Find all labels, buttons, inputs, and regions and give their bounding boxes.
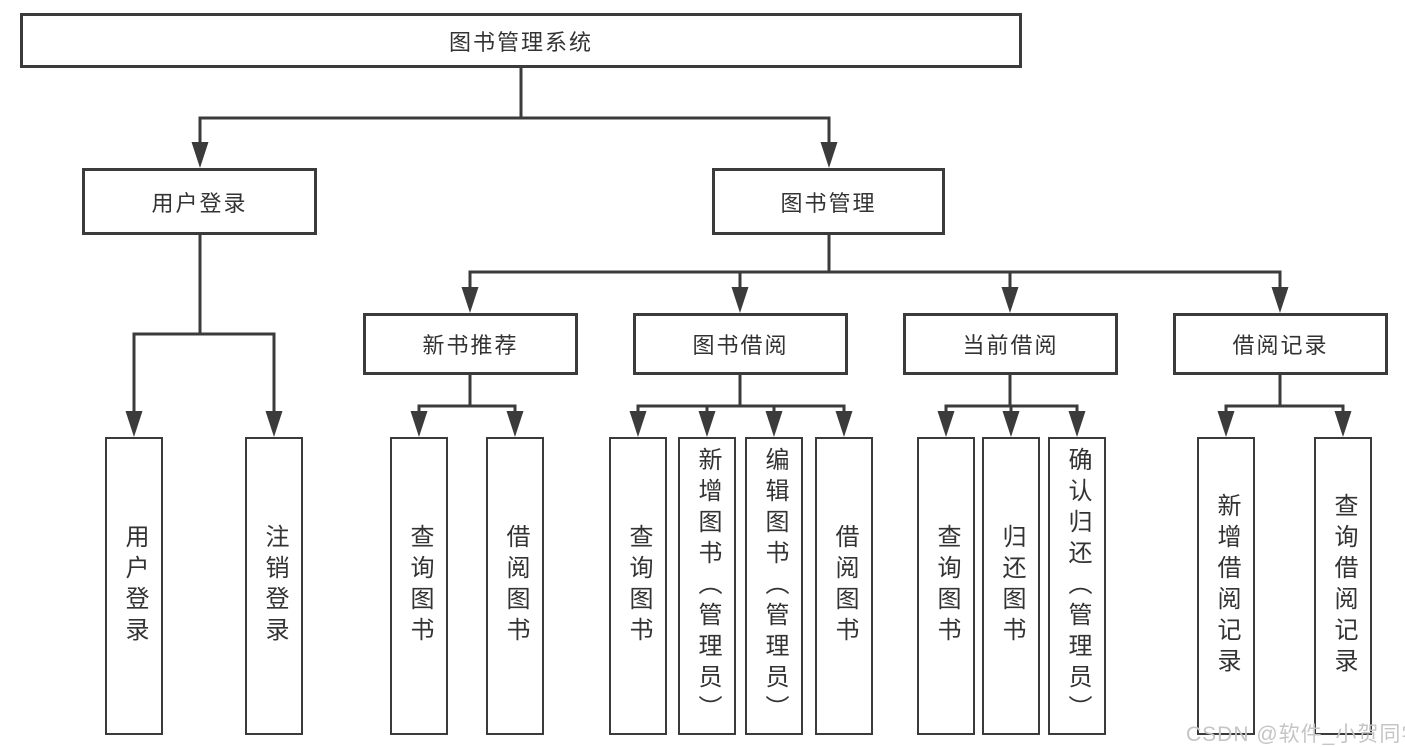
csdn-watermark: CSDN @软件_小贺同学: [1186, 723, 1405, 746]
node-root: 图书管理系统: [20, 13, 1022, 68]
node-query-books-borrow: 查询图书: [609, 437, 667, 735]
node-borrow-books-recommend: 借阅图书: [486, 437, 544, 735]
node-query-borrow-record: 查询借阅记录: [1314, 437, 1372, 735]
node-borrow-records: 借阅记录: [1173, 313, 1388, 375]
node-user-login: 用户登录: [82, 168, 317, 235]
node-add-borrow-record: 新增借阅记录: [1197, 437, 1255, 735]
node-borrow-books-leaf: 借阅图书: [815, 437, 873, 735]
node-query-books-recommend: 查询图书: [390, 437, 448, 735]
node-add-book-admin: 新增图书（管理员）: [678, 437, 736, 735]
node-logout: 注销登录: [245, 437, 303, 735]
node-edit-book-admin: 编辑图书（管理员）: [745, 437, 803, 735]
node-query-books-current: 查询图书: [917, 437, 975, 735]
node-new-book-recommend: 新书推荐: [363, 313, 578, 375]
node-book-management: 图书管理: [712, 168, 945, 235]
node-confirm-return-admin: 确认归还（管理员）: [1048, 437, 1106, 735]
node-current-borrow: 当前借阅: [903, 313, 1118, 375]
node-book-borrow: 图书借阅: [633, 313, 848, 375]
node-return-book: 归还图书: [982, 437, 1040, 735]
node-user-login-leaf: 用户登录: [105, 437, 163, 735]
